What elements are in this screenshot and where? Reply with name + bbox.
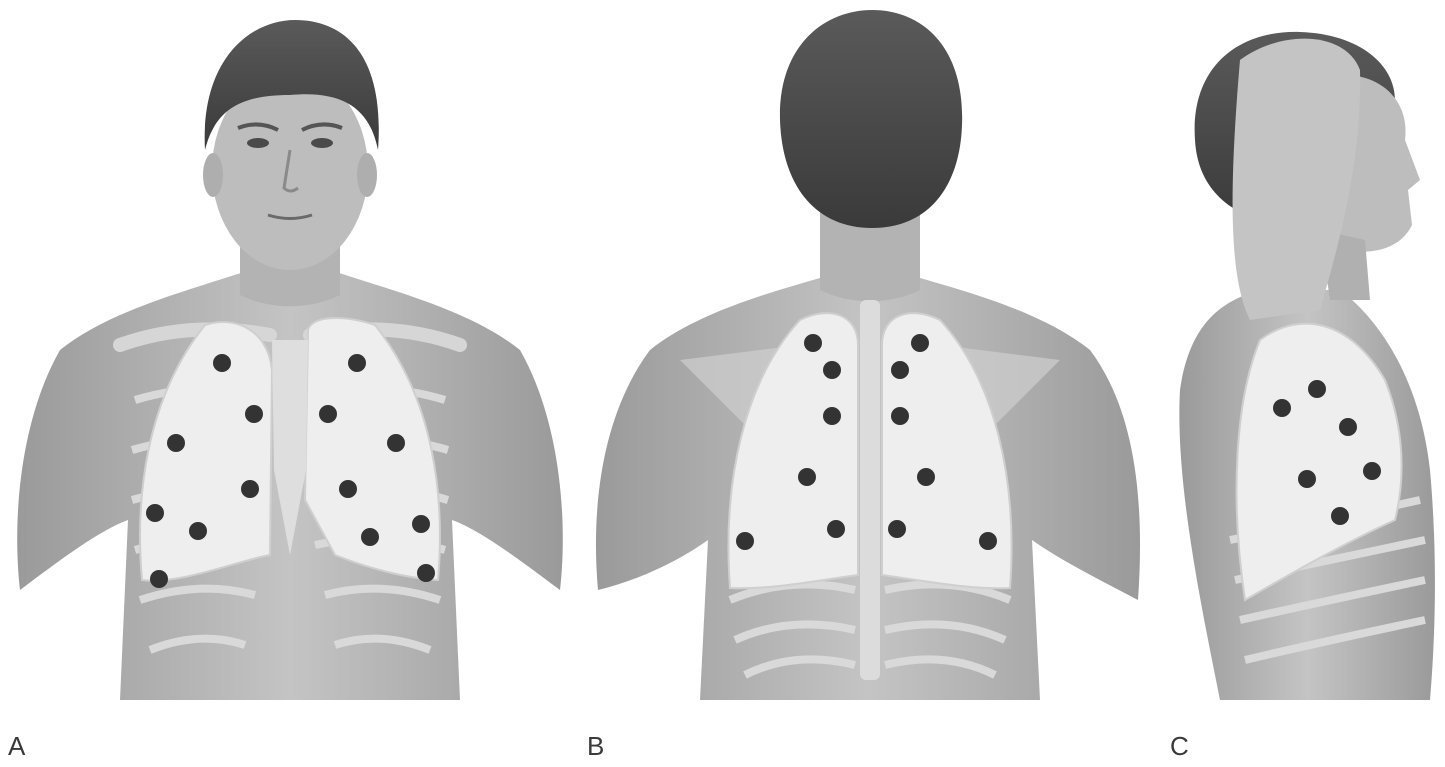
posterior-spine [860,300,880,680]
posterior-auscultation-point-2 [911,334,929,352]
posterior-auscultation-point-9 [736,532,754,550]
posterior-auscultation-point-7 [798,468,816,486]
anterior-auscultation-point-10 [189,522,207,540]
anterior-eye-left [247,138,269,148]
anterior-auscultation-point-11 [361,528,379,546]
anterior-auscultation-point-5 [167,434,185,452]
anterior-ear-left [203,153,223,197]
posterior-auscultation-point-11 [888,520,906,538]
posterior-auscultation-point-12 [979,532,997,550]
anterior-ear-right [357,153,377,197]
panel-label-a: A [8,733,25,759]
posterior-view [596,10,1140,700]
posterior-head [780,10,962,228]
posterior-auscultation-point-8 [917,468,935,486]
posterior-auscultation-point-6 [891,407,909,425]
posterior-auscultation-point-10 [827,520,845,538]
lateral-auscultation-point-4 [1298,470,1316,488]
posterior-auscultation-point-5 [823,407,841,425]
lateral-auscultation-point-5 [1363,462,1381,480]
posterior-auscultation-point-3 [823,361,841,379]
anterior-auscultation-point-3 [245,405,263,423]
anterior-auscultation-point-12 [412,515,430,533]
anterior-auscultation-point-9 [146,504,164,522]
lateral-view [1179,32,1435,700]
anterior-auscultation-point-8 [339,480,357,498]
anterior-auscultation-point-1 [213,354,231,372]
lateral-auscultation-point-6 [1331,507,1349,525]
panel-label-b: B [587,733,604,759]
lateral-auscultation-point-1 [1308,380,1326,398]
lateral-auscultation-point-2 [1273,399,1291,417]
lateral-auscultation-point-3 [1339,418,1357,436]
anterior-auscultation-point-14 [417,564,435,582]
anterior-view [17,20,563,700]
anterior-auscultation-point-2 [348,354,366,372]
anterior-auscultation-point-4 [319,405,337,423]
anterior-eye-right [311,138,333,148]
anterior-auscultation-point-6 [387,434,405,452]
posterior-auscultation-point-4 [891,361,909,379]
posterior-auscultation-point-1 [804,334,822,352]
anterior-auscultation-point-7 [241,480,259,498]
panel-label-c: C [1170,733,1189,759]
anterior-auscultation-point-13 [150,570,168,588]
